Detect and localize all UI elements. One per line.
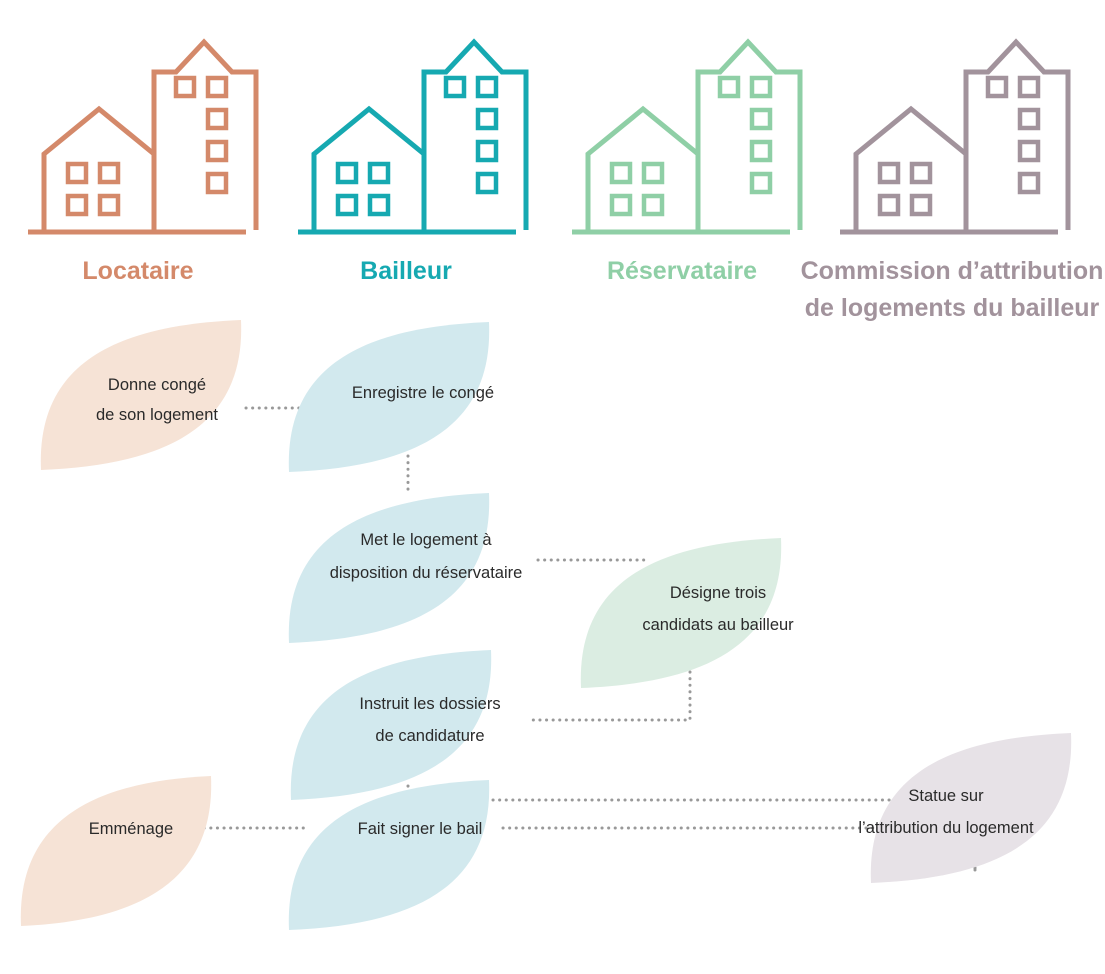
step-label-instruit-dossiers-line2: de candidature — [375, 727, 484, 745]
actor-label-commission-line2: de logements du bailleur — [805, 294, 1100, 322]
leaves — [20, 320, 1072, 930]
actor-label-bailleur: Bailleur — [360, 257, 452, 285]
step-label-donne-conge-line1: Donne congé — [108, 376, 206, 394]
step-label-statue-attribution-line1: Statue sur — [908, 787, 984, 805]
building-icon — [840, 42, 1068, 232]
building-icon — [572, 42, 800, 232]
actor-reservataire: Réservataire — [572, 42, 800, 285]
step-leaf-statue-attribution — [870, 733, 1072, 883]
actor-commission: Commission d’attribution de logements du… — [801, 42, 1104, 322]
actor-bailleur: Bailleur — [298, 42, 526, 285]
building-icon — [28, 42, 256, 232]
actor-label-commission-line1: Commission d’attribution — [801, 257, 1104, 285]
actor-label-locataire: Locataire — [82, 257, 193, 285]
step-leaf-met-a-disposition — [288, 493, 490, 643]
step-label-designe-candidats-line2: candidats au bailleur — [642, 616, 794, 634]
step-leaf-enregistre-conge — [288, 322, 490, 472]
step-label-designe-candidats-line1: Désigne trois — [670, 584, 766, 602]
step-label-fait-signer-bail-line1: Fait signer le bail — [358, 820, 483, 838]
step-label-met-a-disposition-line2: disposition du réservataire — [330, 564, 523, 582]
step-label-statue-attribution-line2: l’attribution du logement — [858, 819, 1034, 837]
step-leaf-instruit-dossiers — [290, 650, 492, 800]
step-texts: Donne congé de son logement Enregistre le … — [89, 376, 1034, 838]
building-icon — [298, 42, 526, 232]
step-leaf-designe-candidats — [580, 538, 782, 688]
step-label-enregistre-conge-line1: Enregistre le congé — [352, 384, 494, 402]
step-label-instruit-dossiers-line1: Instruit les dossiers — [359, 695, 500, 713]
step-label-met-a-disposition-line1: Met le logement à — [360, 531, 492, 549]
step-leaf-emmenage — [20, 776, 212, 926]
step-leaf-fait-signer-bail — [288, 780, 490, 930]
step-label-donne-conge-line2: de son logement — [96, 406, 218, 424]
step-label-emmenage-line1: Emménage — [89, 820, 173, 838]
step-leaf-donne-conge — [40, 320, 242, 470]
actor-label-reservataire: Réservataire — [607, 257, 757, 285]
actor-locataire: Locataire — [28, 42, 256, 285]
